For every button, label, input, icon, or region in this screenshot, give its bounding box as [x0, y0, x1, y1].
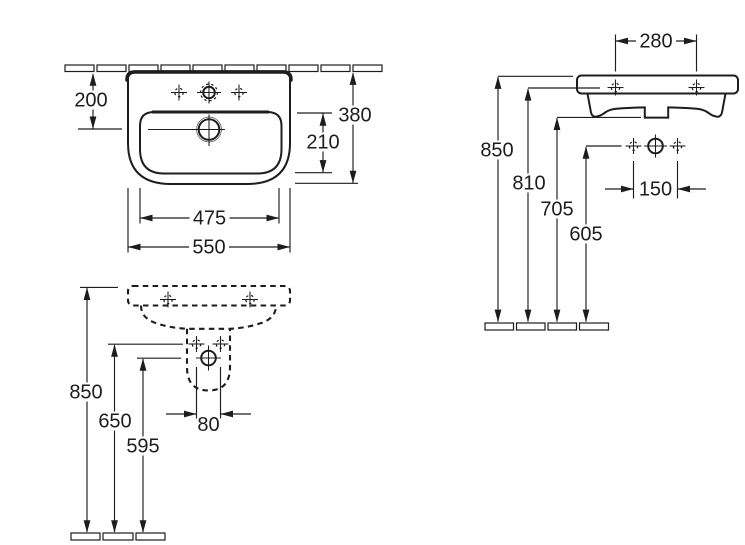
- dim-text: 650: [98, 411, 131, 433]
- dim-overall-width: 550: [189, 237, 229, 259]
- dim-rim-height: 850: [66, 382, 106, 404]
- dim-text: 850: [480, 140, 513, 162]
- dim-fitting-height: 605: [566, 224, 606, 246]
- rim-profile: [576, 74, 739, 95]
- drain-icon: [148, 114, 225, 146]
- front-dimension-lines: [494, 34, 706, 323]
- dim-text: 705: [540, 199, 573, 221]
- trap-column-dashed: [185, 328, 232, 392]
- dim-wall-to-drain: 200: [71, 90, 111, 112]
- fitting-hole-icon: [624, 137, 643, 155]
- dim-text: 380: [338, 105, 371, 127]
- floor-hatch: [70, 532, 166, 541]
- floor-hatch: [484, 322, 610, 331]
- bowl-outline: [139, 110, 283, 175]
- dim-bracket-height: 650: [95, 411, 135, 433]
- dim-text: 550: [192, 237, 225, 259]
- plan-view: 200 380 210 475 550: [64, 64, 383, 259]
- dim-text: 810: [512, 173, 545, 195]
- apron-profile: [586, 92, 727, 119]
- dim-text: 200: [74, 90, 107, 112]
- front-view: 280 850 810 705 605 150: [477, 31, 739, 331]
- dim-hole-span: 280: [636, 31, 676, 53]
- dim-text: 150: [639, 179, 672, 201]
- mount-hole-icon: [187, 335, 206, 353]
- dim-drain-height: 595: [123, 436, 163, 458]
- dim-overall-depth: 380: [335, 105, 375, 127]
- dim-hole-height: 810: [509, 173, 549, 195]
- mounting-view: 850 650 595 80: [66, 284, 292, 541]
- apron-dashed: [139, 305, 278, 330]
- outlet-icon: [196, 345, 221, 371]
- dim-text: 595: [126, 436, 159, 458]
- rim-band-dashed: [126, 284, 292, 307]
- dim-fitting-span: 150: [637, 179, 674, 201]
- fitting-hole-icon: [668, 137, 687, 155]
- dim-text: 605: [569, 224, 602, 246]
- dim-text: 80: [197, 414, 219, 436]
- tap-hole-center-icon: [197, 81, 221, 104]
- dim-text: 475: [193, 208, 226, 230]
- dim-bowl-width: 475: [189, 208, 230, 230]
- dim-text: 280: [639, 31, 672, 53]
- dim-underside-height: 705: [537, 199, 577, 221]
- dim-bowl-depth: 210: [303, 132, 343, 154]
- outlet-icon: [644, 134, 667, 158]
- dim-text: 210: [306, 132, 339, 154]
- dim-text: 850: [69, 382, 102, 404]
- dim-outlet-span: 80: [197, 414, 220, 436]
- dim-rim-height: 850: [477, 140, 517, 162]
- mount-hole-icon: [211, 335, 230, 353]
- wall-hatch: [64, 64, 383, 73]
